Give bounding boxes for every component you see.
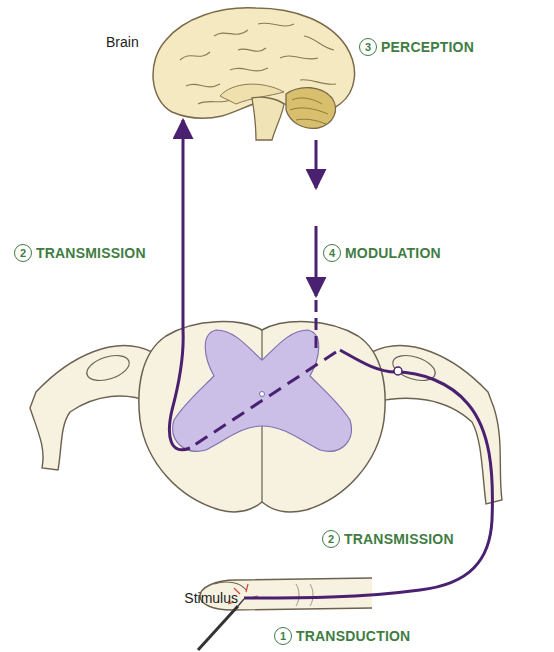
- left-spinal-nerve: [30, 346, 152, 470]
- callout-number: 3: [360, 39, 376, 55]
- brainstem: [252, 97, 284, 140]
- callout-circle: 3PERCEPTION: [359, 38, 377, 56]
- callout-number: 2: [323, 531, 339, 547]
- right-spinal-nerve: [372, 346, 502, 504]
- stage-label: PERCEPTION: [381, 38, 474, 56]
- stage-label: TRANSMISSION: [344, 530, 454, 548]
- stage-label: TRANSMISSION: [36, 244, 146, 262]
- needle-tip: [238, 599, 244, 606]
- callout-number: 4: [324, 245, 340, 261]
- part-label: Stimulus: [184, 590, 238, 606]
- spinal-cord: [139, 322, 385, 512]
- descending-tract: [315, 226, 318, 296]
- cerebellum: [286, 88, 336, 129]
- callout-number: 1: [275, 628, 291, 644]
- central-canal: [260, 392, 265, 397]
- left-root-ganglion: [84, 351, 133, 386]
- cell-body: [394, 367, 402, 375]
- ascending-tract: [169, 120, 190, 450]
- callout-circle: 1TRANSDUCTION: [274, 627, 292, 645]
- fingernail: [214, 582, 246, 590]
- callout-circle: 4MODULATION: [323, 244, 341, 262]
- stage-label: MODULATION: [345, 244, 441, 262]
- finger-crease: [296, 584, 313, 606]
- gray-matter: [173, 330, 352, 451]
- callout-number: 2: [15, 245, 31, 261]
- afferent-neuron: [244, 350, 492, 598]
- white-matter: [139, 322, 385, 512]
- callout-circle: 2TRANSMISSION: [322, 530, 340, 548]
- descending-fiber: [315, 300, 318, 352]
- cerebellum-folia: [290, 98, 328, 124]
- callout-circle: 2TRANSMISSION: [14, 244, 32, 262]
- stage-label: TRANSDUCTION: [296, 627, 410, 645]
- part-label: Brain: [106, 34, 139, 50]
- descending-tract: [315, 140, 318, 188]
- needle: [198, 606, 238, 650]
- crossing-fiber: [190, 352, 336, 448]
- neuron-pathway: [169, 120, 492, 598]
